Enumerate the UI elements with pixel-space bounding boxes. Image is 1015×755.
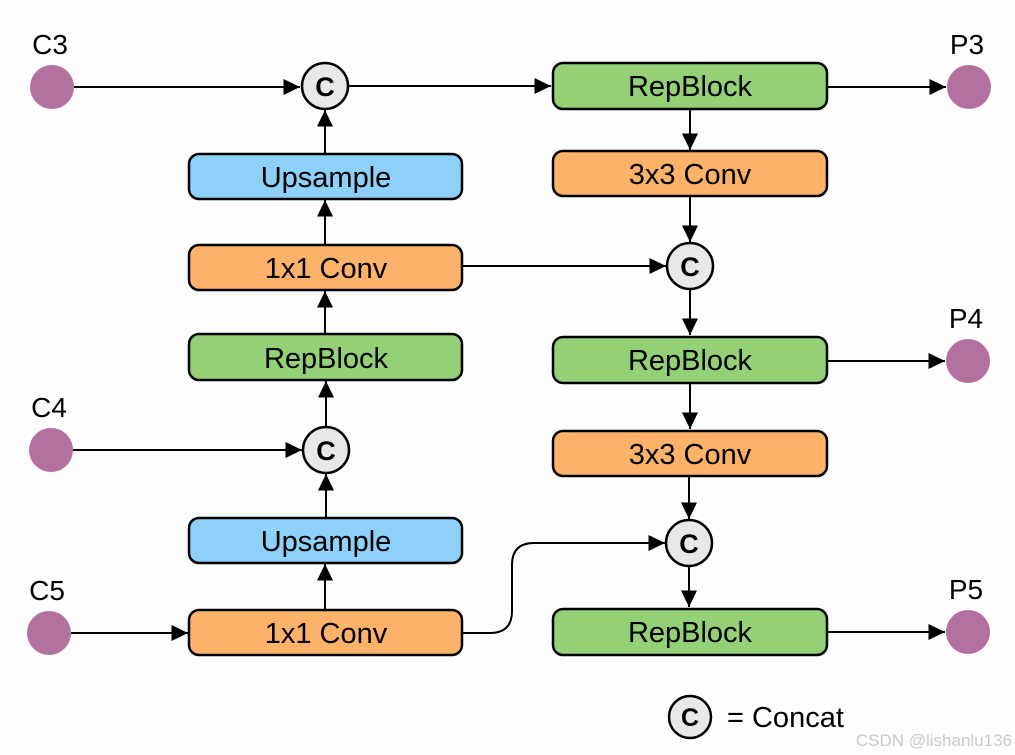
concat-icon (300, 61, 350, 111)
watermark: CSDN @lishanlu136 (856, 731, 1012, 750)
concat-bottom-right: C (664, 518, 714, 568)
edge-conv1x1-2-to-concat-bottom-right (462, 535, 665, 634)
c5-node-label: C5 (29, 575, 65, 606)
block-conv1x1-1: 1x1 Conv (187, 243, 464, 292)
concat-symbol: C (680, 252, 700, 282)
c5-node-circle (27, 611, 71, 655)
upsample-1-rect (187, 152, 464, 201)
output-node-p5: P5 (946, 574, 990, 654)
concat-symbol: C (315, 72, 335, 102)
output-node-p4: P4 (946, 303, 990, 383)
input-node-c3: C3 (30, 29, 74, 109)
block-repblock-p5: RepBlock (551, 607, 829, 657)
block-conv3x3-2: 3x3 Conv (551, 429, 829, 478)
legend-concat-symbol: C (681, 704, 699, 732)
conv1x1-1-label: 1x1 Conv (265, 253, 388, 285)
repblock-p3-rect (551, 61, 829, 111)
concat-icon (664, 518, 714, 568)
c3-node-circle (30, 65, 74, 109)
p5-node-circle (946, 610, 990, 654)
conv3x3-2-rect (551, 429, 829, 478)
repblock-p5-rect (551, 607, 829, 657)
input-node-c5: C5 (27, 575, 71, 655)
conv3x3-1-rect (551, 149, 829, 198)
block-conv3x3-1: 3x3 Conv (551, 149, 829, 198)
upsample-2-label: Upsample (261, 526, 392, 558)
block-repblock-left: RepBlock (187, 332, 464, 382)
block-repblock-p3: RepBlock (551, 61, 829, 111)
concat-symbol: C (679, 529, 699, 559)
concat-icon (301, 425, 351, 475)
input-node-c4: C4 (29, 392, 73, 472)
concat-icon (665, 241, 715, 291)
p4-node-circle (946, 339, 990, 383)
p3-node-label: P3 (950, 29, 984, 60)
conv3x3-2-label: 3x3 Conv (629, 439, 752, 471)
c4-node-label: C4 (31, 392, 67, 423)
c4-node-circle (29, 428, 73, 472)
concat-top-left: C (300, 61, 350, 111)
repblock-p4-label: RepBlock (628, 345, 753, 377)
repblock-left-label: RepBlock (264, 343, 389, 375)
edges (71, 78, 946, 641)
legend-label: = Concat (727, 702, 844, 734)
upsample-2-rect (187, 516, 464, 565)
concat-mid-left: C (301, 425, 351, 475)
legend: C = Concat (667, 694, 844, 740)
conv1x1-1-rect (187, 243, 464, 292)
c3-node-label: C3 (32, 29, 68, 60)
block-repblock-p4: RepBlock (551, 335, 829, 385)
concat-symbol: C (316, 436, 336, 466)
block-upsample-1: Upsample (187, 152, 464, 201)
p5-node-label: P5 (949, 574, 983, 605)
conv1x1-2-label: 1x1 Conv (265, 618, 388, 650)
concat-top-right: C (665, 241, 715, 291)
conv3x3-1-label: 3x3 Conv (629, 159, 752, 191)
repblock-p4-rect (551, 335, 829, 385)
legend-concat-icon (667, 694, 713, 740)
p4-node-label: P4 (949, 303, 983, 334)
repblock-p3-label: RepBlock (628, 71, 753, 103)
repblock-left-rect (187, 332, 464, 382)
upsample-1-label: Upsample (261, 162, 392, 194)
conv1x1-2-rect (187, 608, 464, 657)
block-conv1x1-2: 1x1 Conv (187, 608, 464, 657)
p3-node-circle (947, 65, 991, 109)
output-node-p3: P3 (947, 29, 991, 109)
block-upsample-2: Upsample (187, 516, 464, 565)
repblock-p5-label: RepBlock (628, 617, 753, 649)
